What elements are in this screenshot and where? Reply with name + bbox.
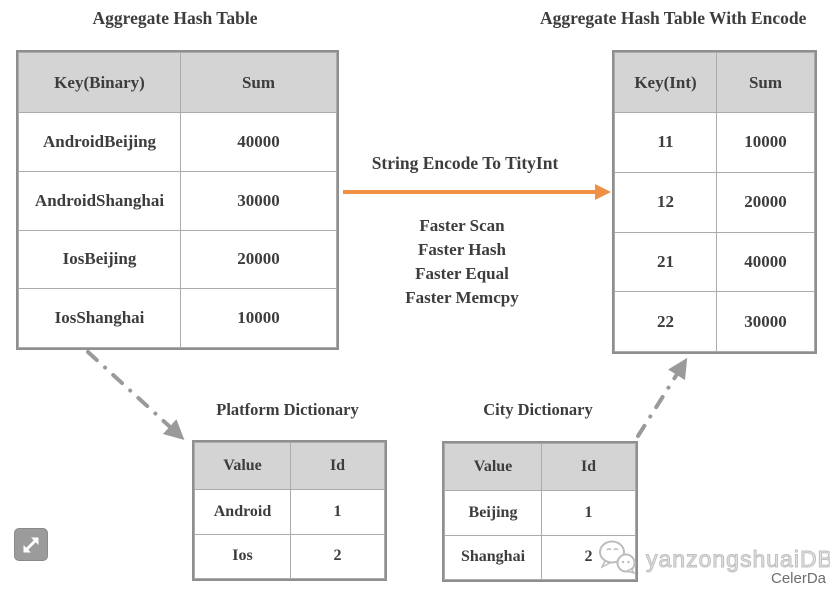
- table-cell: 2: [290, 533, 385, 579]
- table-cell: Shanghai: [444, 534, 542, 580]
- table-cell: 11: [614, 112, 717, 173]
- watermark-account-name: yanzongshuaiDBA: [645, 546, 830, 573]
- table-cell: 20000: [716, 171, 815, 233]
- table-cell: AndroidBeijing: [18, 112, 181, 172]
- column-header: Value: [444, 443, 542, 491]
- table-cell: IosShanghai: [18, 288, 181, 348]
- table-cell: AndroidShanghai: [18, 170, 181, 231]
- table-cell: 1: [541, 490, 636, 536]
- column-header: Sum: [180, 52, 337, 113]
- column-header: Key(Int): [614, 52, 717, 113]
- table-cell: Ios: [194, 533, 291, 579]
- platform-dictionary-title: Platform Dictionary: [216, 400, 359, 419]
- table-cell: Beijing: [444, 490, 542, 536]
- table-cell: Android: [194, 489, 291, 535]
- column-header: Sum: [716, 52, 815, 113]
- expand-button[interactable]: [14, 528, 48, 561]
- city-dictionary-title: City Dictionary: [483, 400, 593, 419]
- encode-arrow-label: String Encode To TityInt: [371, 153, 559, 173]
- table-cell: IosBeijing: [18, 229, 181, 290]
- table-header-row: Key(Int)Sum: [614, 52, 815, 113]
- benefit-line: Faster Equal: [415, 264, 509, 283]
- left-dict-link-arrow: [86, 350, 185, 441]
- benefit-line: Faster Scan: [419, 216, 505, 235]
- column-header: Value: [194, 442, 291, 490]
- table-cell: 40000: [716, 231, 815, 293]
- left-table-title: Aggregate Hash Table: [92, 8, 258, 28]
- table-cell: 30000: [716, 291, 815, 352]
- column-header: Key(Binary): [18, 52, 181, 113]
- watermark: yanzongshuaiDBA: [596, 538, 830, 578]
- benefit-line: Faster Hash: [418, 240, 506, 259]
- table-cell: 12: [614, 171, 717, 233]
- table-cell: 22: [614, 291, 717, 352]
- brand-watermark: CelerDa: [771, 570, 827, 587]
- table-cell: 20000: [180, 229, 337, 290]
- column-header: Id: [290, 442, 385, 490]
- wechat-logo-icon: [599, 540, 636, 575]
- encode-arrow: [343, 184, 611, 200]
- right-dict-link-arrow: [636, 357, 688, 438]
- table-header-row: Key(Binary)Sum: [18, 52, 337, 113]
- table-cell: 21: [614, 231, 717, 293]
- table-cell: 10000: [180, 288, 337, 348]
- table-cell: 10000: [716, 112, 815, 173]
- table-cell: 1: [290, 489, 385, 535]
- expand-icon: [23, 537, 39, 552]
- column-header: Id: [541, 443, 636, 491]
- right-table-title: Aggregate Hash Table With Encode: [540, 8, 807, 28]
- table-cell: 40000: [180, 112, 337, 172]
- benefit-line: Faster Memcpy: [405, 288, 519, 307]
- table-cell: 30000: [180, 170, 337, 231]
